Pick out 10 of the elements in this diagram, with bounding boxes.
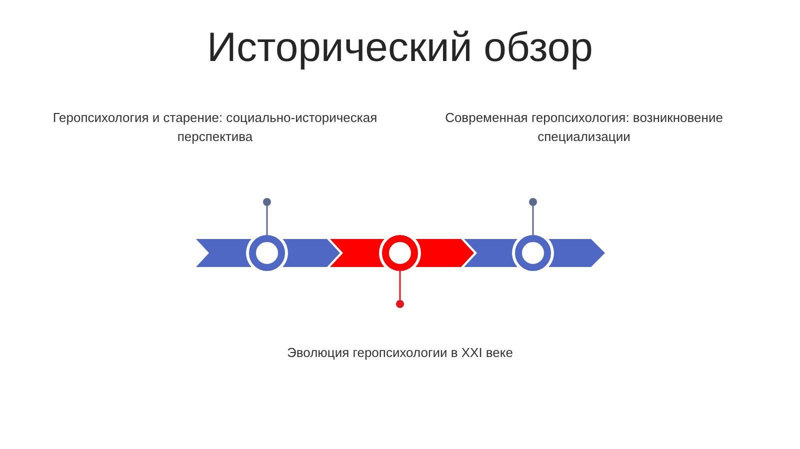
timeline-label: Эволюция геропсихологии в XXI веке xyxy=(287,344,513,362)
timeline-label: Геропсихология и старение: социально-историческая перспектива xyxy=(52,109,378,146)
timeline-label: Современная геропсихология: возникновение специализации xyxy=(444,109,724,146)
leader-line xyxy=(399,271,401,300)
ring-icon xyxy=(382,235,418,271)
ring-icon xyxy=(515,235,551,271)
leader-line xyxy=(532,206,534,235)
ring-icon xyxy=(249,235,285,271)
leader-line xyxy=(266,206,268,235)
slide-title: Исторический обзор xyxy=(206,23,594,72)
